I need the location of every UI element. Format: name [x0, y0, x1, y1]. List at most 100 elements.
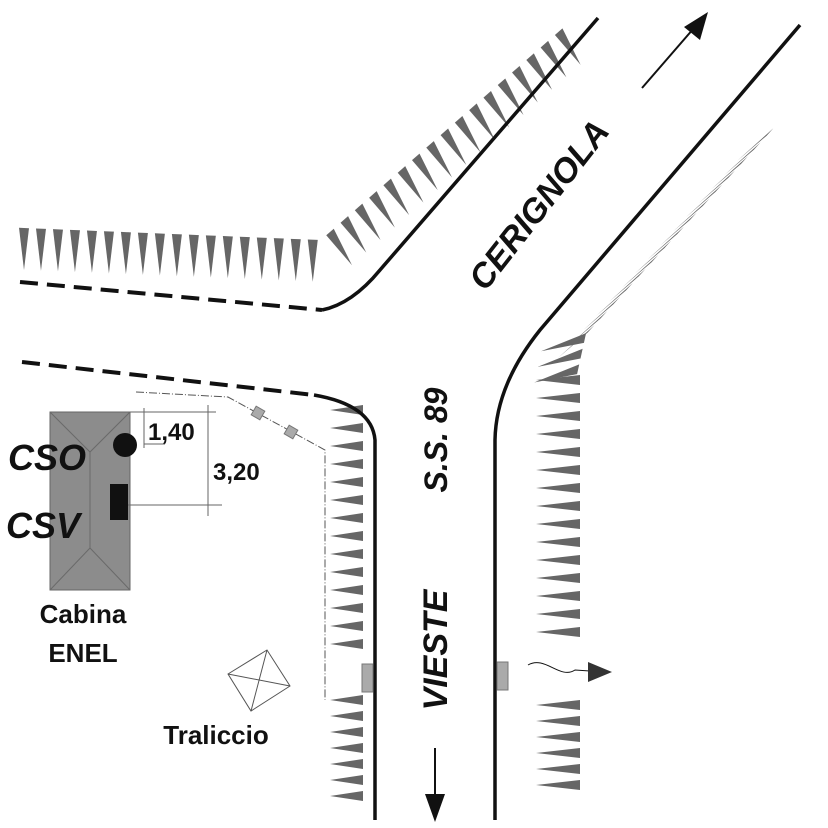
hedge-tooth	[330, 603, 363, 613]
hedge-tooth	[440, 128, 467, 166]
hedge-tooth	[536, 393, 580, 403]
hedge-tooth	[330, 727, 363, 737]
hedge-tooth	[647, 226, 684, 260]
hedge-tooth	[537, 348, 583, 367]
hedge-tooth	[120, 231, 131, 275]
hedge-tooth	[330, 531, 363, 541]
hedge-tooth	[411, 153, 438, 191]
hedge-tooth	[469, 103, 495, 141]
hedge-tooth	[52, 229, 63, 272]
hedge-tooth	[554, 28, 581, 65]
hedge-tooth	[205, 235, 216, 278]
hedge-tooth	[536, 780, 580, 790]
hedge-tooth	[330, 759, 363, 769]
hedge-tooth	[536, 591, 580, 601]
csv-marker	[110, 484, 128, 520]
hedge-tooth	[330, 549, 363, 559]
hedge-tooth	[103, 231, 114, 274]
hedge-tooth	[171, 233, 182, 277]
hedge-tooth	[536, 429, 580, 439]
traliccio-symbol	[227, 649, 291, 712]
hedge-tooth	[397, 166, 424, 203]
road-edge-upper-left-dashed	[19, 280, 323, 312]
hedge-tooth	[35, 228, 46, 271]
hedge-tooth	[330, 711, 363, 721]
hedge-tooth	[534, 364, 580, 383]
cable-line	[135, 391, 326, 700]
hedge-tooth	[330, 639, 363, 649]
hedge-tooth	[536, 732, 580, 742]
hedge-tooth	[536, 573, 580, 583]
road-edge-lower-left-dashed	[21, 360, 315, 397]
hedge-tooth	[454, 116, 481, 153]
hedge-tooth	[307, 239, 318, 282]
hedge-tooth	[369, 191, 395, 228]
hedge-tooth	[541, 333, 587, 352]
hedge-tooth	[536, 501, 580, 511]
hedge-tooth	[86, 230, 97, 273]
hedge-tooth	[621, 254, 659, 288]
road-edge-right	[493, 23, 802, 820]
hedge-tooth	[536, 716, 580, 726]
hedge-tooth	[660, 212, 697, 246]
hedge-tooth	[540, 40, 567, 78]
gate-post-left	[361, 663, 374, 693]
label-cso: CSO	[8, 437, 86, 478]
hedge-tooth	[536, 375, 580, 385]
hedge-tooth	[634, 240, 672, 274]
label-traliccio: Traliccio	[163, 720, 269, 750]
arrow-cerignola	[641, 12, 708, 89]
label-road-ss89: S.S. 89	[418, 387, 454, 492]
hedge-tooth	[536, 748, 580, 758]
hedge-tooth	[483, 90, 510, 128]
hedge-tooth	[330, 495, 363, 505]
hedge-tooth	[256, 237, 267, 280]
hedge-tooth	[536, 537, 580, 547]
hedge-tooth	[137, 232, 148, 275]
pole-2	[283, 424, 299, 440]
hedge-tooth	[536, 411, 580, 421]
label-csv: CSV	[6, 505, 83, 546]
cso-marker	[113, 433, 137, 457]
hedge-tooth	[330, 423, 363, 433]
hedge-tooth	[536, 483, 580, 493]
hedge-tooth	[711, 156, 748, 190]
hedge-tooth	[536, 627, 580, 637]
hedge-tooth	[188, 234, 199, 277]
label-vieste: VIESTE	[417, 588, 455, 710]
hedge-tooth	[330, 791, 363, 801]
hedge-tooth	[273, 238, 284, 281]
arrow-access	[527, 662, 612, 682]
hedge-tooth	[330, 459, 363, 469]
hedge-tooth	[536, 519, 580, 529]
hedge-tooth	[330, 513, 363, 523]
dimension-lines	[118, 405, 222, 516]
hedge-tooth	[536, 447, 580, 457]
hedge-tooth	[222, 236, 233, 279]
hedge-tooth	[69, 229, 80, 273]
hedge-tooth	[512, 65, 538, 103]
hedge-tooth	[609, 268, 646, 302]
hedges	[19, 28, 774, 801]
hedge-tooth	[330, 743, 363, 753]
hedge-tooth	[290, 238, 301, 282]
hedge-tooth	[239, 236, 250, 279]
hedge-tooth	[724, 142, 761, 176]
hedge-tooth	[426, 141, 453, 178]
hedge-tooth	[497, 78, 524, 115]
hedge-tooth	[154, 233, 165, 276]
hedge-tooth	[685, 184, 723, 218]
hedge-tooth	[330, 477, 363, 487]
hedge-tooth	[596, 282, 633, 316]
hedge-tooth	[330, 775, 363, 785]
road-edge-lower-left	[313, 393, 377, 820]
hedge-tooth	[698, 170, 736, 204]
road-edge-upper-left	[321, 16, 600, 312]
hedge-tooth	[536, 555, 580, 565]
hedge-tooth	[330, 567, 363, 577]
hedge-tooth	[330, 621, 363, 631]
hedge-tooth	[737, 128, 774, 162]
label-enel: ENEL	[48, 638, 117, 668]
hedge-tooth	[383, 178, 410, 216]
